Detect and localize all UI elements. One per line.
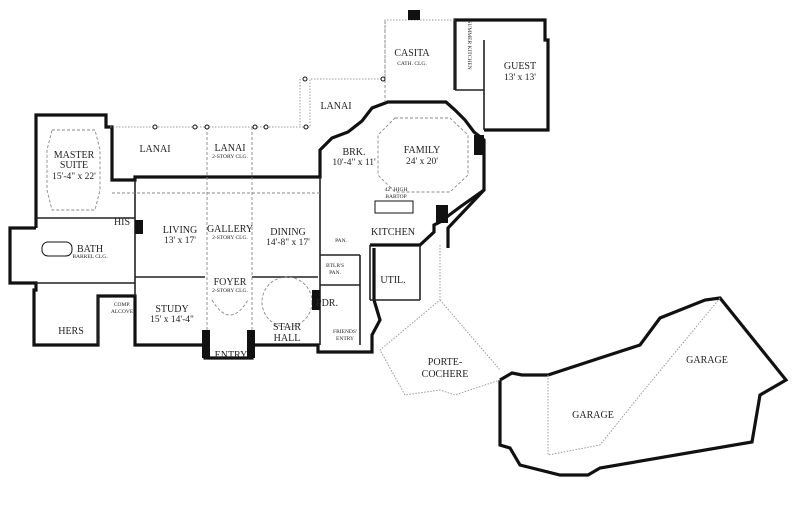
room-lanai-left: LANAI bbox=[139, 144, 170, 155]
svg-text:FRIENDS': FRIENDS' bbox=[333, 329, 357, 335]
svg-text:BARTOP: BARTOP bbox=[385, 194, 406, 200]
room-living: LIVING 13' x 17' bbox=[163, 225, 197, 246]
svg-text:LIVING: LIVING bbox=[163, 225, 197, 236]
room-stair-hall: STAIR HALL bbox=[273, 322, 301, 344]
svg-text:STAIR: STAIR bbox=[273, 322, 301, 333]
svg-text:CASITA: CASITA bbox=[394, 48, 430, 59]
svg-text:FAMILY: FAMILY bbox=[404, 145, 441, 156]
room-lanai-right: LANAI bbox=[320, 101, 351, 112]
room-breakfast: BRK. 10'-4" x 11' bbox=[332, 147, 376, 168]
svg-text:15'-4" x 22': 15'-4" x 22' bbox=[52, 172, 96, 182]
svg-text:SUITE: SUITE bbox=[60, 160, 88, 171]
svg-text:BATH: BATH bbox=[77, 244, 103, 255]
room-utility: UTIL. bbox=[380, 275, 405, 286]
room-garage-1: GARAGE bbox=[572, 410, 614, 421]
room-foyer: FOYER 2-STORY CLG. bbox=[212, 277, 248, 294]
svg-text:DINING: DINING bbox=[270, 227, 306, 238]
room-summer-kitchen: SUMMER KITCHEN bbox=[466, 20, 472, 69]
exterior-walls bbox=[8, 18, 789, 477]
svg-text:GALLERY: GALLERY bbox=[207, 224, 253, 235]
svg-text:FOYER: FOYER bbox=[214, 277, 247, 288]
kitchen-island bbox=[374, 200, 414, 214]
svg-text:COMP.: COMP. bbox=[114, 302, 131, 308]
svg-text:2-STORY CLG.: 2-STORY CLG. bbox=[212, 288, 248, 294]
room-garage-2: GARAGE bbox=[686, 355, 728, 366]
room-family: FAMILY 24' x 20' bbox=[404, 145, 441, 167]
room-entry: ENTRY bbox=[215, 350, 248, 361]
bathtub bbox=[41, 241, 73, 257]
room-casita: CASITA CATH. CLG. bbox=[394, 48, 430, 67]
room-his: HIS bbox=[114, 217, 130, 228]
svg-text:24' x 20': 24' x 20' bbox=[406, 157, 438, 167]
svg-text:CATH. CLG.: CATH. CLG. bbox=[397, 61, 427, 67]
svg-text:ENTRY: ENTRY bbox=[336, 336, 354, 342]
room-master-suite: MASTER SUITE 15'-4" x 22' bbox=[52, 150, 96, 182]
lanai-posts bbox=[152, 76, 386, 130]
svg-text:STUDY: STUDY bbox=[155, 304, 188, 315]
room-bath: BATH BARREL CLG. bbox=[72, 244, 108, 260]
svg-text:42" HIGH: 42" HIGH bbox=[385, 187, 408, 193]
room-lanai-center: LANAI 2-STORY CLG. bbox=[212, 143, 248, 160]
room-comp-alcove: COMP. ALCOVE bbox=[111, 302, 134, 315]
room-dining: DINING 14'-8" x 17' bbox=[266, 227, 310, 248]
bartop-label: 42" HIGH BARTOP bbox=[385, 187, 408, 200]
svg-text:2-STORY CLG.: 2-STORY CLG. bbox=[212, 235, 248, 241]
svg-text:10'-4" x 11': 10'-4" x 11' bbox=[332, 158, 376, 168]
outdoor-outlines bbox=[110, 19, 721, 456]
svg-text:BRK.: BRK. bbox=[342, 147, 365, 158]
svg-text:13' x 17': 13' x 17' bbox=[164, 236, 196, 246]
svg-text:GUEST: GUEST bbox=[504, 61, 536, 72]
room-friends-entry: FRIENDS' ENTRY bbox=[333, 329, 357, 342]
svg-text:BARREL CLG.: BARREL CLG. bbox=[72, 254, 108, 260]
room-gallery: GALLERY 2-STORY CLG. bbox=[207, 224, 253, 241]
svg-text:13' x 13': 13' x 13' bbox=[504, 73, 536, 83]
room-guest: GUEST 13' x 13' bbox=[504, 61, 536, 83]
room-pantry: PAN. bbox=[335, 238, 347, 244]
svg-text:BTLR'S: BTLR'S bbox=[326, 263, 344, 269]
room-powder: PDR. bbox=[316, 298, 338, 309]
svg-text:LANAI: LANAI bbox=[214, 143, 245, 154]
svg-text:PORTE-: PORTE- bbox=[428, 357, 462, 368]
svg-text:HALL: HALL bbox=[274, 333, 301, 344]
svg-text:2-STORY CLG.: 2-STORY CLG. bbox=[212, 154, 248, 160]
svg-text:PAN.: PAN. bbox=[329, 270, 341, 276]
room-study: STUDY 15' x 14'-4" bbox=[150, 304, 194, 325]
svg-text:ALCOVE: ALCOVE bbox=[111, 309, 134, 315]
svg-text:14'-8" x 17': 14'-8" x 17' bbox=[266, 238, 310, 248]
svg-text:MASTER: MASTER bbox=[54, 150, 95, 161]
room-hers: HERS bbox=[58, 326, 84, 337]
interior-walls bbox=[36, 20, 485, 345]
room-porte-cochere: PORTE- COCHERE bbox=[422, 357, 469, 380]
svg-text:COCHERE: COCHERE bbox=[422, 369, 469, 380]
svg-text:15' x 14'-4": 15' x 14'-4" bbox=[150, 315, 194, 325]
room-kitchen: KITCHEN bbox=[371, 227, 415, 238]
room-butlers-pantry: BTLR'S PAN. bbox=[326, 263, 344, 276]
solid-columns bbox=[135, 10, 484, 358]
